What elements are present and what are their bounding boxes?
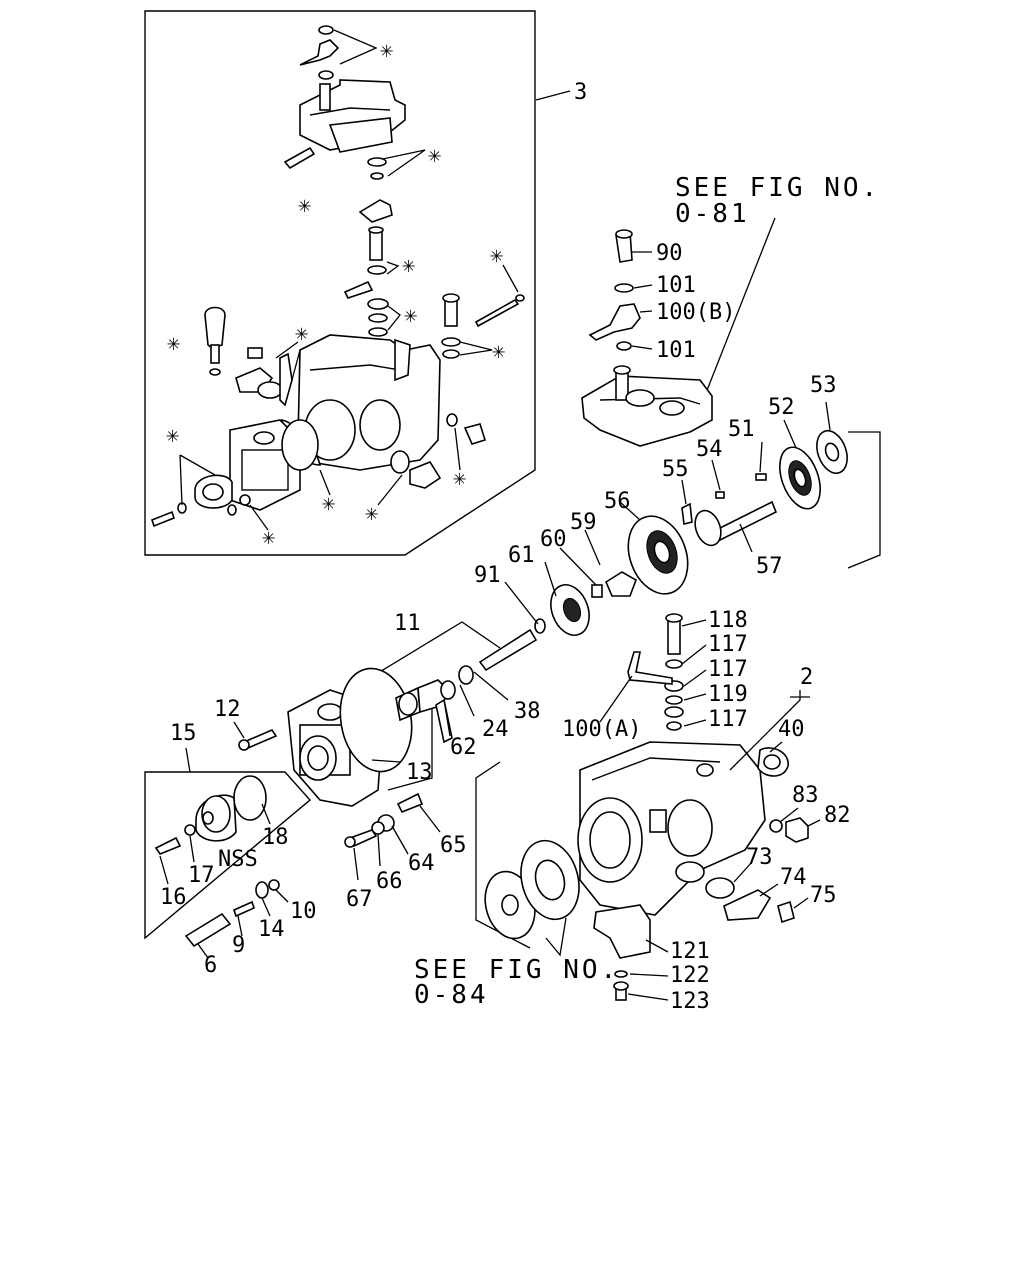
label-17: 17: [188, 863, 215, 888]
inset-orings: [281, 413, 487, 506]
label-90: 90: [656, 241, 683, 266]
hydraulic-head-group: [287, 621, 509, 807]
governor-weight-group: [478, 501, 689, 672]
pump-housing: [577, 690, 821, 1001]
drive-shaft-group: [681, 401, 881, 569]
label-91: 91: [474, 563, 501, 588]
label-101-upper: 101: [656, 273, 696, 298]
asterisk-marker: ✳: [322, 491, 335, 516]
asterisk-marker: ✳: [453, 466, 466, 491]
label-101-lower: 101: [656, 338, 696, 363]
reference-fig-0-81: SEE FIG NO. 0-81: [675, 173, 880, 409]
inset-head-block: [283, 79, 426, 261]
label-51: 51: [728, 417, 755, 442]
label-117-a: 117: [708, 632, 748, 657]
label-123: 123: [670, 989, 710, 1014]
label-57: 57: [756, 554, 783, 579]
label-59: 59: [570, 510, 597, 535]
label-9: 9: [232, 933, 245, 958]
nss-label: NSS: [218, 847, 258, 872]
label-61: 61: [508, 543, 535, 568]
label-55: 55: [662, 457, 689, 482]
label-64: 64: [408, 851, 435, 876]
bolt-washer-column: [599, 613, 707, 731]
label-15: 15: [170, 721, 197, 746]
label-16: 16: [160, 885, 187, 910]
inset-top-fittings: [299, 25, 378, 80]
label-118: 118: [708, 608, 748, 633]
label-56: 56: [604, 489, 631, 514]
asterisk-marker: ✳: [295, 321, 308, 346]
label-117-c: 117: [708, 707, 748, 732]
label-117-b: 117: [708, 657, 748, 682]
label-119: 119: [708, 682, 748, 707]
label-66: 66: [376, 869, 403, 894]
inset-washer-stack: [343, 261, 401, 337]
label-38: 38: [514, 699, 541, 724]
asterisk-marker: ✳: [365, 501, 378, 526]
label-2: 2: [800, 665, 813, 690]
label-100b: 100(B): [656, 300, 735, 325]
reference-line2: 0-81: [675, 199, 750, 229]
reference-line2: 0-84: [414, 980, 489, 1010]
label-14: 14: [258, 917, 285, 942]
governor-cover-assembly: [581, 229, 713, 447]
asterisk-markers: ✳ ✳ ✳ ✳ ✳ ✳ ✳ ✳ ✳ ✳ ✳ ✳ ✳ ✳: [166, 38, 505, 550]
delivery-valve-box: [144, 747, 312, 959]
label-12: 12: [214, 697, 241, 722]
label-10: 10: [290, 899, 317, 924]
label-40: 40: [778, 717, 805, 742]
label-65: 65: [440, 833, 467, 858]
asterisk-marker: ✳: [380, 38, 393, 63]
asterisk-marker: ✳: [262, 525, 275, 550]
asterisk-marker: ✳: [167, 331, 180, 356]
label-122: 122: [670, 963, 710, 988]
label-54: 54: [696, 437, 723, 462]
label-52: 52: [768, 395, 795, 420]
inset-assembly-box: 3: [144, 10, 587, 556]
asterisk-marker: ✳: [404, 303, 417, 328]
label-11: 11: [394, 611, 421, 636]
bolt-12: [233, 721, 278, 751]
label-74: 74: [780, 865, 807, 890]
label-82: 82: [824, 803, 851, 828]
label-67: 67: [346, 887, 373, 912]
label-18: 18: [262, 825, 289, 850]
label-3: 3: [574, 80, 587, 105]
plunger-spring-group: [344, 792, 441, 881]
reference-line1: SEE FIG NO.: [414, 955, 619, 985]
asterisk-marker: ✳: [402, 253, 415, 278]
asterisk-marker: ✳: [166, 423, 179, 448]
label-60: 60: [540, 527, 567, 552]
label-53: 53: [810, 373, 837, 398]
asterisk-marker: ✳: [490, 243, 503, 268]
inset-pump-body: [281, 334, 441, 471]
label-73: 73: [746, 845, 773, 870]
label-62: 62: [450, 735, 477, 760]
asterisk-marker: ✳: [298, 193, 311, 218]
label-100a: 100(A): [562, 717, 641, 742]
inset-right-bolt: [441, 264, 525, 359]
reference-fig-0-84: SEE FIG NO. 0-84: [414, 761, 619, 1010]
label-24: 24: [482, 717, 509, 742]
asterisk-marker: ✳: [428, 143, 441, 168]
label-121: 121: [670, 939, 710, 964]
reference-line1: SEE FIG NO.: [675, 173, 880, 203]
label-83: 83: [792, 783, 819, 808]
label-75: 75: [810, 883, 837, 908]
label-6: 6: [204, 953, 217, 978]
label-13: 13: [406, 760, 433, 785]
asterisk-marker: ✳: [492, 339, 505, 364]
